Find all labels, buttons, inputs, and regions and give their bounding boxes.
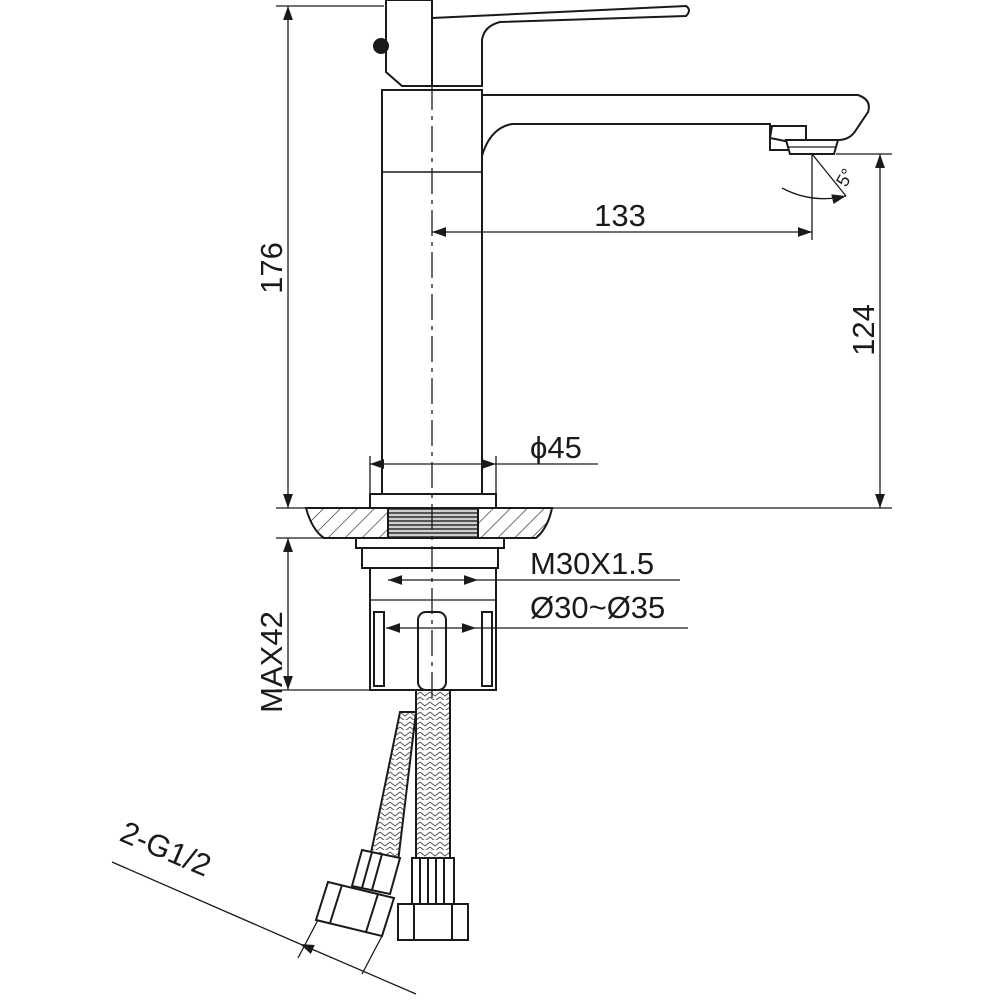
label-base-diameter: ϕ45	[530, 430, 582, 465]
faucet-body	[369, 0, 870, 509]
mounting-hardware	[355, 537, 505, 691]
label-hose-connection: 2-G1/2	[115, 814, 216, 883]
base-flange	[369, 493, 497, 509]
washer	[355, 537, 505, 549]
hose-angled	[368, 711, 418, 864]
threaded-shank	[387, 507, 479, 539]
handle-cap	[385, 0, 433, 87]
label-spout-reach: 133	[594, 198, 646, 233]
label-total-height: 176	[254, 242, 289, 294]
nut	[361, 547, 499, 569]
countertop-section	[304, 507, 554, 539]
dimension-lines	[111, 5, 892, 995]
hose-straight	[415, 689, 451, 859]
handle-screw	[373, 38, 389, 54]
label-spout-height: 124	[846, 304, 881, 356]
handle-lever	[431, 4, 690, 87]
label-max-deck: MAX42	[254, 611, 289, 713]
hose-nut-right	[397, 903, 469, 941]
label-spout-angle: 5°	[832, 165, 858, 190]
label-hole-range: Ø30~Ø35	[530, 590, 665, 625]
supply-hoses	[314, 689, 469, 941]
label-thread: M30X1.5	[530, 546, 654, 581]
